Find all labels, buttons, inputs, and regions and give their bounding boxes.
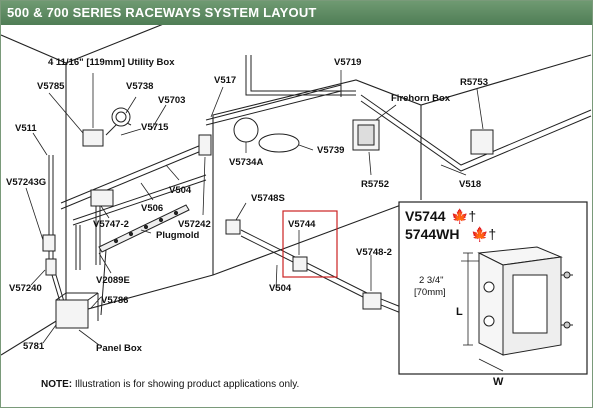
- v5738-fitting: [111, 107, 131, 127]
- label-v504: V504: [169, 185, 192, 196]
- plugmold-strip: [98, 204, 190, 253]
- length-dimension: L: [456, 306, 463, 318]
- utility-box-label: 4 11/16" [119mm] Utility Box: [48, 57, 175, 68]
- maple-leaf-icon: 🍁†: [451, 208, 476, 225]
- inset-panel: V5744 🍁† 5744WH 🍁†: [398, 201, 588, 388]
- v57242-fitting: [198, 134, 212, 156]
- label-5781: 5781: [23, 341, 45, 352]
- label-v5744: V5744: [288, 219, 316, 230]
- raceway-run-v504: [72, 174, 207, 221]
- label-v2089e: V2089E: [96, 275, 130, 286]
- label-v5748-2: V5748-2: [356, 247, 392, 258]
- label-v517: V517: [214, 75, 236, 86]
- v5739-fitting: [258, 133, 300, 153]
- label-v5738: V5738: [126, 81, 153, 92]
- label-v5747-2: V5747-2: [93, 219, 129, 230]
- panel-box-fitting: [55, 299, 89, 329]
- utility-box-fitting: [82, 129, 104, 147]
- inset-title-2: 5744WH: [405, 226, 459, 242]
- fittings: [42, 107, 494, 329]
- label-firehorn-box: Firehorn Box: [391, 93, 451, 104]
- label-v57243g: V57243G: [6, 177, 46, 188]
- label-v57240: V57240: [9, 283, 42, 294]
- v5747-2-fitting: [90, 189, 114, 207]
- label-plugmold: Plugmold: [156, 230, 199, 241]
- v5744-fitting: [292, 256, 308, 272]
- dimension-lines: [461, 252, 504, 372]
- label-v5786: V5786: [101, 295, 128, 306]
- v5734a-fitting: [233, 117, 259, 143]
- v5744-highlight: [282, 210, 338, 278]
- label-v518: V518: [459, 179, 481, 190]
- label-v511: V511: [15, 123, 37, 134]
- room-outline: [1, 25, 592, 356]
- depth-dimension-mm: [70mm]: [414, 287, 446, 298]
- depth-dimension: 2 3/4": [419, 275, 444, 286]
- v5748-2-fitting: [362, 292, 382, 310]
- label-v5719: V5719: [334, 57, 361, 68]
- label-v5715: V5715: [141, 122, 169, 133]
- label-v5748s: V5748S: [251, 193, 285, 204]
- back-wall-edge: [212, 54, 592, 275]
- raceway-run-v517: [205, 84, 342, 121]
- v5748s-fitting: [225, 219, 241, 235]
- r5753-fitting: [470, 129, 494, 155]
- v57243g-fitting: [42, 234, 56, 252]
- label-v5785: V5785: [37, 81, 65, 92]
- raceway-run-v511: [48, 155, 62, 306]
- raceway-run-v5719: [245, 55, 356, 96]
- raceway-run-v506: [60, 142, 207, 204]
- label-v5734a: V5734A: [229, 157, 263, 168]
- note-label: NOTE:: [41, 379, 73, 390]
- label-r5752: R5752: [361, 179, 389, 190]
- width-dimension: W: [493, 376, 504, 388]
- label-v5703: V5703: [158, 95, 185, 106]
- label-v5739: V5739: [317, 145, 344, 156]
- label-panel-box: Panel Box: [96, 343, 143, 354]
- note-text: Illustration is for showing product appl…: [74, 379, 300, 390]
- inset-title-1: V5744: [405, 208, 446, 224]
- label-v504-floor: V504: [269, 283, 292, 294]
- maple-leaf-icon-2: 🍁†: [471, 226, 496, 243]
- v57240-fitting: [45, 258, 57, 276]
- raceway-run-v518: [360, 94, 592, 166]
- box-illustration: [477, 246, 573, 356]
- raceway-diagram: 4 11/16" [119mm] Utility Box V5785 V5738…: [1, 25, 592, 388]
- part-labels: 4 11/16" [119mm] Utility Box V5785 V5738…: [6, 57, 488, 354]
- label-r5753: R5753: [460, 77, 488, 88]
- floor-edge-left: [1, 314, 67, 356]
- page-title: 500 & 700 SERIES RACEWAYS SYSTEM LAYOUT: [1, 1, 592, 25]
- floor-edge-back: [65, 204, 402, 316]
- label-v57242: V57242: [178, 219, 211, 230]
- label-v506: V506: [141, 203, 163, 214]
- footnote: NOTE: Illustration is for showing produc…: [41, 379, 299, 390]
- leader-lines: [25, 70, 484, 346]
